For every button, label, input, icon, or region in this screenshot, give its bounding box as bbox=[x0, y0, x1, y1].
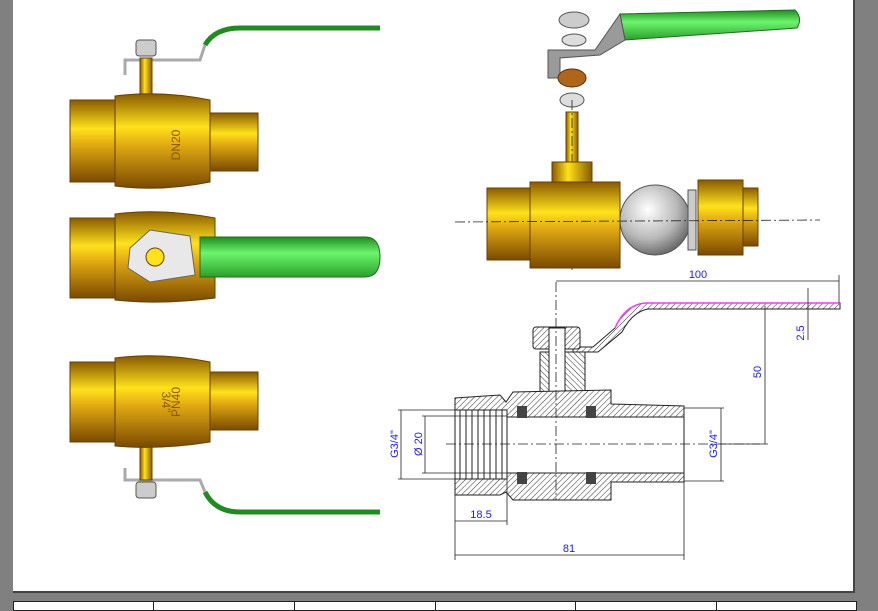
stem-nut bbox=[558, 11, 590, 29]
valve-front-view: DN20 bbox=[69, 25, 380, 189]
dimensions: 100 2.5 50 G3/4" Ø 20 G3/4" 18.5 81 bbox=[389, 269, 840, 560]
stem bbox=[548, 327, 566, 394]
stem-nut bbox=[135, 39, 157, 57]
bottom-tab[interactable] bbox=[13, 601, 154, 611]
dim-thread-depth: 18.5 bbox=[470, 509, 491, 521]
dim-thread-left: G3/4" bbox=[389, 430, 401, 458]
engraving-pressure: PN40 bbox=[169, 387, 183, 417]
bottom-tab[interactable] bbox=[435, 601, 576, 611]
handle-green bbox=[199, 236, 381, 278]
handle-green bbox=[619, 9, 801, 41]
valve-section-view bbox=[446, 282, 841, 501]
engraving-size: DN20 bbox=[169, 129, 183, 160]
dim-handle-thickness: 2.5 bbox=[795, 325, 807, 340]
dim-handle-height: 50 bbox=[752, 366, 764, 378]
dim-handle-length: 100 bbox=[689, 269, 707, 281]
bottom-tab[interactable] bbox=[575, 601, 717, 611]
ball bbox=[619, 184, 691, 256]
valve-top-view bbox=[69, 211, 381, 303]
handle-green bbox=[202, 25, 380, 47]
dim-bore: Ø 20 bbox=[413, 432, 425, 456]
valve-exploded-view bbox=[454, 9, 821, 270]
handle-green bbox=[202, 490, 380, 515]
bottom-tab[interactable] bbox=[294, 601, 436, 611]
dim-overall-length: 81 bbox=[563, 543, 575, 555]
valve-bottom-view: 3/4" PN40 bbox=[69, 355, 380, 515]
bottom-tab[interactable] bbox=[716, 601, 857, 611]
bottom-tab[interactable] bbox=[153, 601, 295, 611]
dim-thread-right: G3/4" bbox=[708, 430, 720, 458]
engraving-thread: 3/4" bbox=[159, 392, 173, 413]
bore bbox=[506, 416, 685, 474]
stem-nut bbox=[135, 481, 157, 499]
